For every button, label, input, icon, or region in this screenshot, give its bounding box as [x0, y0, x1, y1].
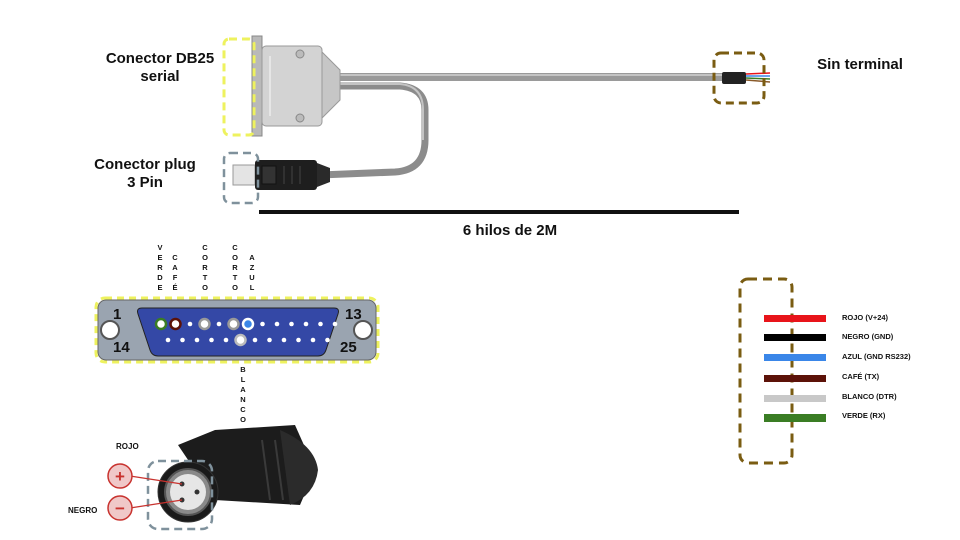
db25-pin-15 [180, 337, 185, 343]
legend-swatch-verde [764, 414, 826, 422]
legend-highlight-box [738, 277, 794, 465]
db25-pin-18 [223, 337, 229, 343]
db25-label-line2: serial [140, 68, 180, 85]
legend-label-cafe: CAFÉ (TX) [842, 372, 880, 381]
db25-pinout-highlight [94, 296, 380, 364]
pin-label-verde: VERDE [157, 243, 163, 292]
legend-swatch-cafe [764, 375, 826, 382]
pin-number-25: 25 [340, 339, 357, 356]
plus-symbol: + [115, 467, 125, 486]
db25-pin-10 [289, 321, 294, 327]
db25-pin-19 [234, 333, 247, 347]
cable-length-label: 6 hilos de 2M [462, 222, 558, 239]
db25-pin-7 [241, 317, 255, 331]
plus-icon [107, 463, 133, 489]
db25-pin-21 [267, 337, 272, 343]
legend-label-blanco: BLANCO (DTR) [842, 392, 897, 401]
db25-right-screw [353, 320, 373, 340]
plug-negative-label: NEGRO [68, 506, 98, 515]
plug-pins-highlight [146, 459, 214, 531]
plug-label-line2: 3 Pin [127, 174, 163, 191]
legend-label-rojo: ROJO (V+24) [842, 313, 889, 322]
db25-pin-6 [227, 317, 240, 331]
legend-swatch-negro [764, 334, 826, 341]
db25-pin-2 [169, 317, 182, 331]
db25-pin-24 [310, 337, 316, 343]
db25-face [137, 307, 339, 357]
db25-pin-8 [260, 321, 265, 327]
pin-number-13: 13 [345, 306, 362, 323]
pin-number-14: 14 [113, 339, 130, 356]
db25-pin-23 [296, 337, 301, 343]
db25-pin-25 [325, 337, 330, 343]
db25-pin-9 [274, 321, 280, 327]
cable-end-highlight-box [712, 51, 766, 105]
db25-pin-14 [165, 337, 171, 343]
legend-label-verde: VERDE (RX) [842, 411, 886, 420]
db25-highlight-box [222, 37, 256, 137]
db25-left-screw [100, 320, 120, 340]
legend-label-azul: AZUL (GND RS232) [842, 352, 911, 361]
pin-number-1: 1 [113, 306, 122, 323]
legend-label-negro: NEGRO (GND) [842, 332, 894, 341]
pin-label-cafe: CAFÉ [172, 253, 178, 292]
db25-pin-17 [209, 337, 214, 343]
db25-pin-11 [303, 321, 309, 327]
db25-pin-12 [318, 321, 323, 327]
plug-connector-image [232, 160, 330, 190]
plug-positive-label: ROJO [116, 442, 139, 451]
pin-label-corto-2: CORTO [232, 243, 238, 292]
db25-label-line1: Conector DB25 [105, 50, 215, 67]
db25-pin-4 [198, 317, 211, 331]
length-bar [259, 210, 739, 214]
cable-end-wires [722, 72, 771, 84]
db25-pin-3 [187, 321, 193, 327]
db25-pin-20 [252, 337, 258, 343]
branch-cable [319, 82, 429, 179]
minus-symbol: − [115, 499, 125, 518]
db25-pin-1 [154, 317, 168, 331]
legend-swatch-rojo [764, 315, 826, 322]
db25-label: Conector DB25 serial [70, 50, 250, 86]
db25-pin-5 [216, 321, 222, 327]
plug-label-line1: Conector plug [94, 156, 196, 173]
db25-pins-bottom-row [165, 333, 330, 347]
db25-connector-image [251, 35, 341, 137]
db25-pin-22 [281, 337, 287, 343]
legend-swatch-blanco [764, 395, 826, 402]
no-terminal-label: Sin terminal [817, 56, 903, 73]
plug-diagram: + − [107, 425, 318, 531]
db25-pin-13 [332, 321, 338, 327]
db25-pin-16 [194, 337, 200, 343]
db25-pinout-diagram [94, 296, 380, 364]
pin-label-blanco: BLANCO [240, 365, 246, 424]
legend-swatch-azul [764, 354, 826, 361]
minus-icon [107, 495, 133, 521]
plug-label: Conector plug 3 Pin [70, 156, 220, 192]
pin-label-azul: AZUL [249, 253, 255, 292]
pin-label-corto-1: CORTO [202, 243, 208, 292]
db25-pins-top-row [154, 317, 338, 331]
